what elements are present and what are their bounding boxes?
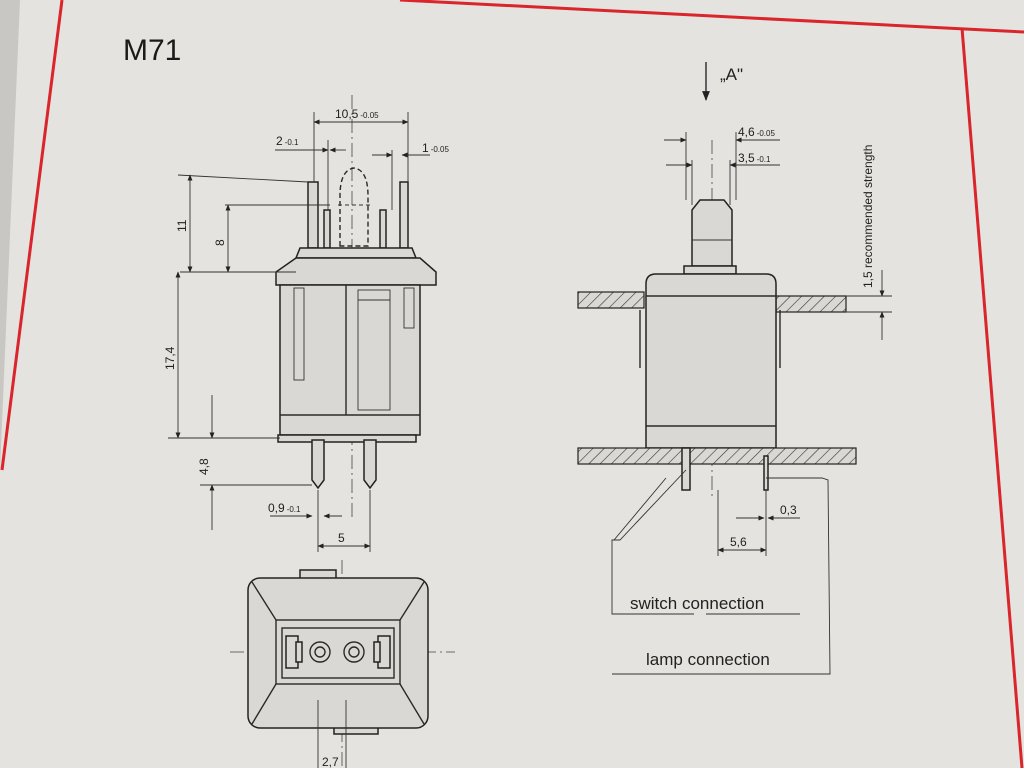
dim-height-17: 17,4: [163, 346, 177, 370]
dim-width-top: 10,5-0.05: [335, 107, 379, 121]
dim-pin-right: 1-0.05: [422, 141, 449, 155]
view-a-label: „A": [720, 65, 743, 84]
dim-plunger-a: 4,6-0.05: [738, 125, 775, 139]
mount-note: 1,5 recommended strength: [861, 145, 875, 288]
side-view: 11 8 17,4 4,8 10,5-0.05 2-0.1 1-0.05 0,9…: [163, 95, 449, 552]
bottom-view: 2,7: [230, 560, 455, 768]
model-title: M71: [123, 34, 181, 67]
dim-plunger-b: 3,5-0.1: [738, 151, 771, 165]
dim-conn-03: 0,3: [780, 503, 797, 517]
dim-height-4: 4,8: [197, 458, 211, 475]
dim-pin-left: 2-0.1: [276, 134, 299, 148]
switch-connection-label: switch connection: [630, 594, 764, 613]
dim-height-11: 11: [175, 219, 189, 232]
lamp-connection-label: lamp connection: [646, 650, 770, 669]
mounted-view: „A" 4,6-0.05 3,5-0.1: [577, 62, 892, 675]
dim-height-8: 8: [213, 239, 227, 246]
dim-pin-width: 0,9-0.1: [268, 501, 301, 515]
dim-pin-pitch: 5: [338, 531, 345, 545]
dim-conn-56: 5,6: [730, 535, 747, 549]
dim-bottom-27: 2,7: [322, 755, 339, 768]
